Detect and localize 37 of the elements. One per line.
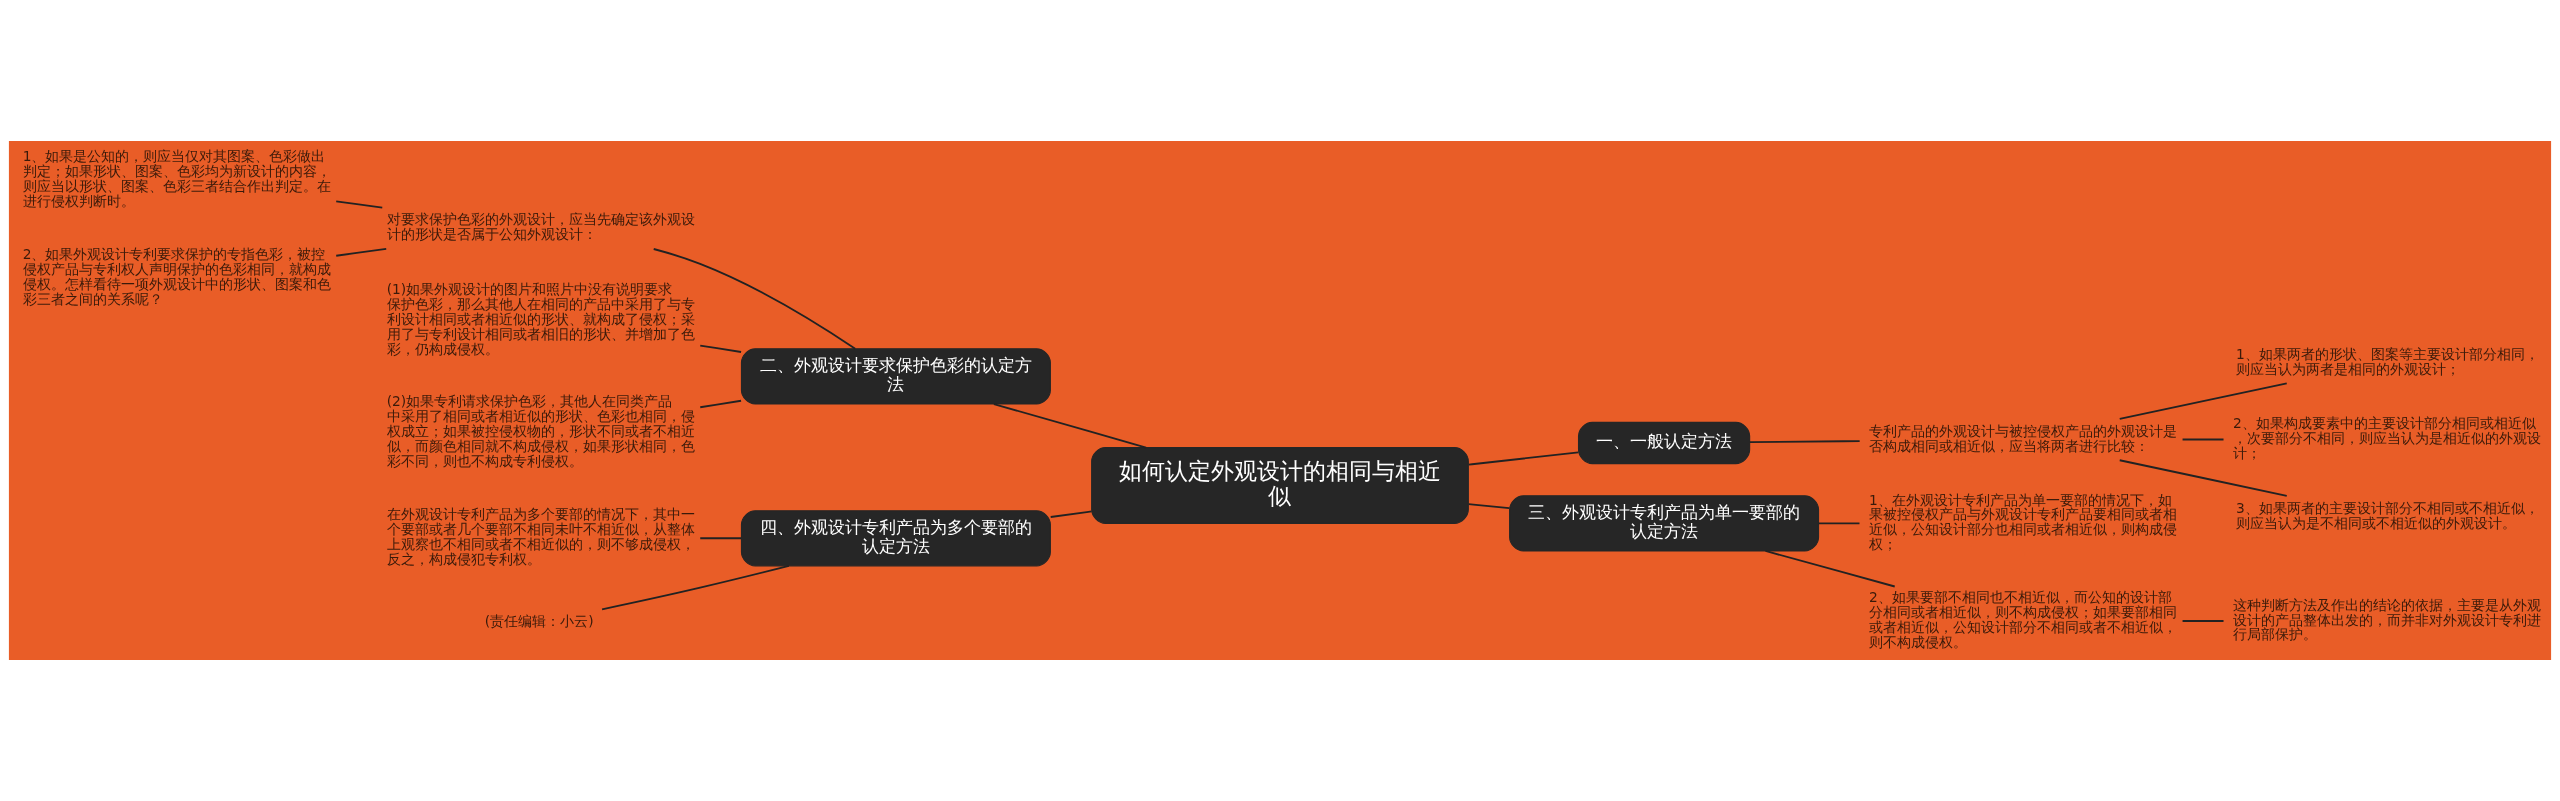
node-box: 如何认定外观设计的相同与相近似	[1091, 447, 1469, 524]
connector	[1817, 522, 1861, 525]
node-text: 在外观设计专利产品为多个要部的情况下，其中一个要部或者几个要部不相同未叶不相近似，从整体上观察也不相同或者不相近似的，则不够成侵权，反之，构成侵犯专利权。	[386, 506, 695, 568]
node-box: 四、外观设计专利产品为多个要部的认定方法	[740, 510, 1051, 567]
node-text: 对要求保护色彩的外观设计，应当先确定该外观设计的形状是否属于公知外观设计：	[386, 211, 695, 243]
node-text: 1、如果两者的形状、图案等主要设计部分相同，则应当认为两者是相同的外观设计；	[2235, 345, 2539, 377]
node-box: 一、一般认定方法	[1577, 421, 1751, 465]
connector	[652, 248, 857, 350]
connector	[335, 248, 388, 257]
connector	[699, 537, 742, 540]
node-text: 1、在外观设计专利产品为单一要部的情况下，如果被控侵权产品与外观设计专利产品要相同或者相近似，公知设计部分也相同或者相近似，则构成侵权；	[1869, 491, 2178, 553]
node-text: 2、如果构成要素中的主要设计部分相同或相近似，次要部分不相同，则应当认为是相近似的外观设计；	[2233, 415, 2542, 462]
connector	[1049, 510, 1093, 518]
connector	[2181, 620, 2225, 622]
connector	[2118, 459, 2288, 497]
node-text: 这种判断方法及作出的结论的依据，主要是从外观设计的产品整体出发的，而并非对外观设计专利进行局部保护。	[2233, 596, 2542, 643]
node-text: 1、如果是公知的，则应当仅对其图案、色彩做出判定；如果形状、图案、色彩均为新设计的内容，则应当以形状、图案、色彩三者结合作出判定。在进行侵权判断时。	[22, 148, 331, 209]
connector	[1467, 451, 1580, 466]
connector	[1467, 503, 1511, 510]
connector	[993, 403, 1147, 449]
node-text: 3、如果两者的主要设计部分不相同或不相近似，则应当认为是不相同或不相近似的外观设计。	[2235, 499, 2539, 531]
connector	[601, 565, 790, 611]
node-text: (1)如果外观设计的图片和照片中没有说明要求保护色彩，那么其他人在相同的产品中采用了与专利设计相同或者相近似的形状、就构成了侵权；采用了与专利设计相同或者相旧的形状、并增加了色彩，仍构成侵权。	[386, 280, 695, 357]
node-box: 二、外观设计要求保护色彩的认定方法	[740, 348, 1051, 405]
node-text: (责任编辑：小云)	[484, 612, 594, 629]
connector	[1748, 440, 1861, 444]
connector	[2118, 382, 2288, 420]
connector	[699, 344, 742, 353]
connector	[2181, 438, 2225, 441]
node-text: (2)如果专利请求保护色彩，其他人在同类产品中采用了相同或者相近似的形状、色彩也相同，侵权成立；如果被控侵权物的，形状不同或者不相近似，而颜色相同就不构成侵权，如果形状相同，色彩不同，则也不构成专利侵权。	[386, 393, 695, 470]
connector	[335, 200, 384, 209]
node-box: 三、外观设计专利产品为单一要部的认定方法	[1509, 495, 1820, 552]
connector	[1764, 550, 1896, 588]
node-text: 专利产品的外观设计与被控侵权产品的外观设计是否构成相同或相近似，应当将两者进行比较：	[1869, 422, 2178, 454]
node-text: 2、如果外观设计专利要求保护的专指色彩，被控侵权产品与专利权人声明保护的色彩相同，就构成侵权。怎样看待一项外观设计中的形状、图案和色彩三者之间的关系呢？	[22, 245, 331, 307]
node-text: 2、如果要部不相同也不相近似，而公知的设计部分相同或者相近似，则不构成侵权；如果要部相同或者相近似，公知设计部分不相同或者不相近似，则不构成侵权。	[1869, 589, 2178, 650]
connector	[699, 399, 742, 409]
